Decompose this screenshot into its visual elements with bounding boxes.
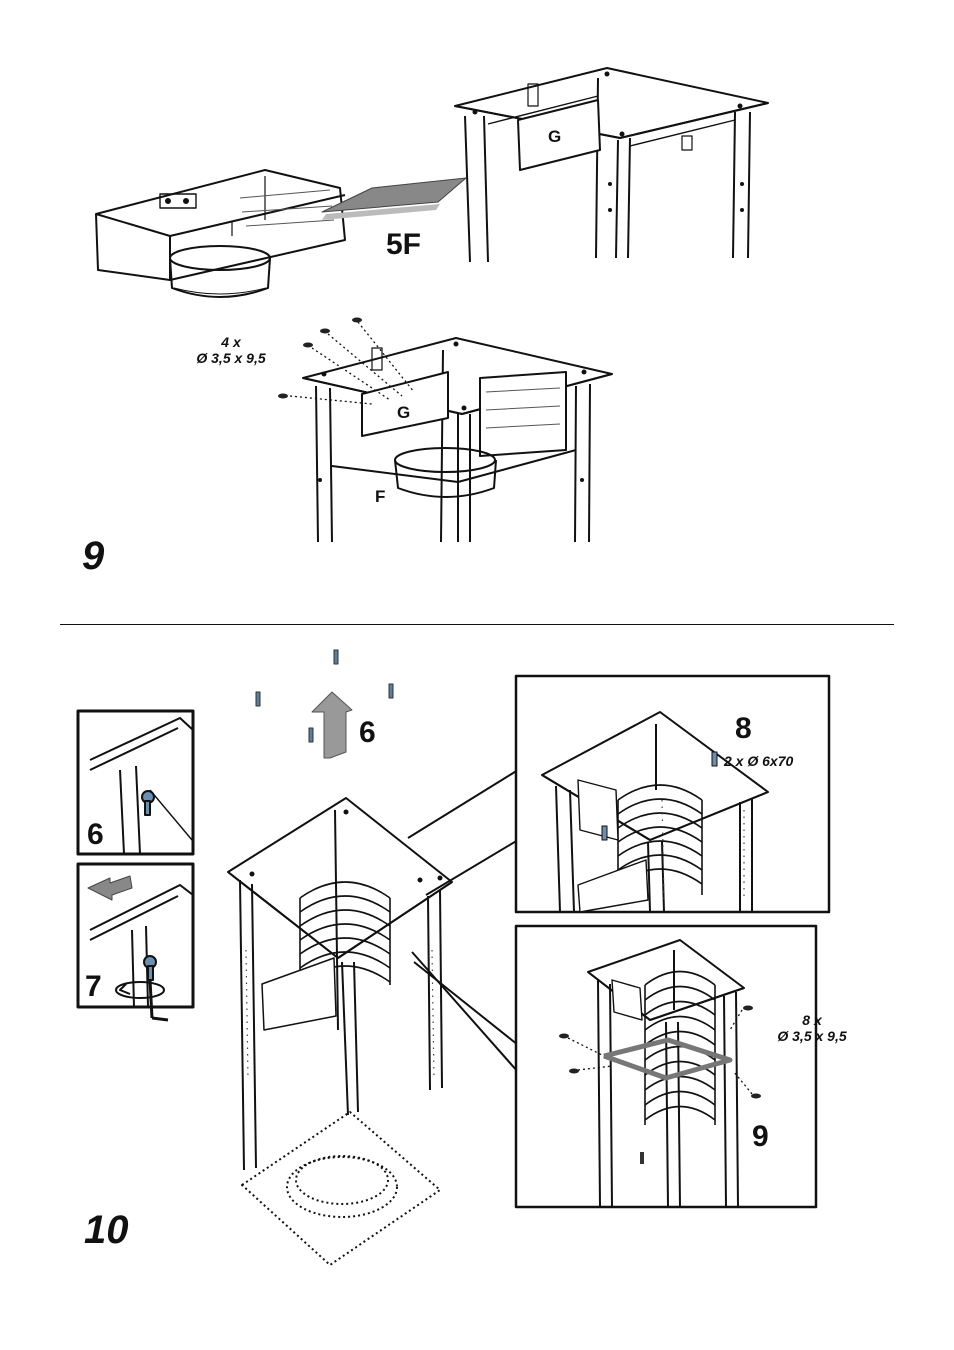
inset-8-spec: 2 x Ø 6x70 <box>724 753 793 769</box>
frame-assembled-drawing <box>278 318 612 543</box>
chimney-assembly-drawing <box>228 798 452 1265</box>
screw-count-fig9: 4 x <box>186 334 276 350</box>
inset-6-label: 6 <box>87 818 104 852</box>
label-6-main: 6 <box>359 716 376 750</box>
section-divider <box>60 624 894 625</box>
label-5f: 5F <box>386 228 421 262</box>
leader-lines <box>408 770 518 1072</box>
screw-spec-fig9: 4 x Ø 3,5 x 9,5 <box>186 334 276 366</box>
frame-top-drawing <box>455 68 768 262</box>
step-number-10: 10 <box>84 1208 129 1253</box>
inset-9-box <box>516 926 816 1207</box>
inset-8-box <box>516 676 829 912</box>
label-f: F <box>375 487 385 507</box>
screw-size-fig9: Ø 3,5 x 9,5 <box>186 350 276 366</box>
inset-7-label: 7 <box>85 970 102 1004</box>
inset-9-label: 9 <box>752 1120 769 1154</box>
label-g-top: G <box>548 127 561 147</box>
label-g-bottom: G <box>397 403 410 423</box>
step-number-9: 9 <box>82 534 104 579</box>
inset-9-screw-size: Ø 3,5 x 9,5 <box>762 1028 862 1044</box>
inset-9-screw-count: 8 x <box>762 1012 862 1028</box>
duct-box-drawing <box>96 170 345 297</box>
inset-9-spec: 8 x Ø 3,5 x 9,5 <box>762 1012 862 1044</box>
up-arrow <box>312 692 352 758</box>
inset-8-label: 8 <box>735 712 752 746</box>
